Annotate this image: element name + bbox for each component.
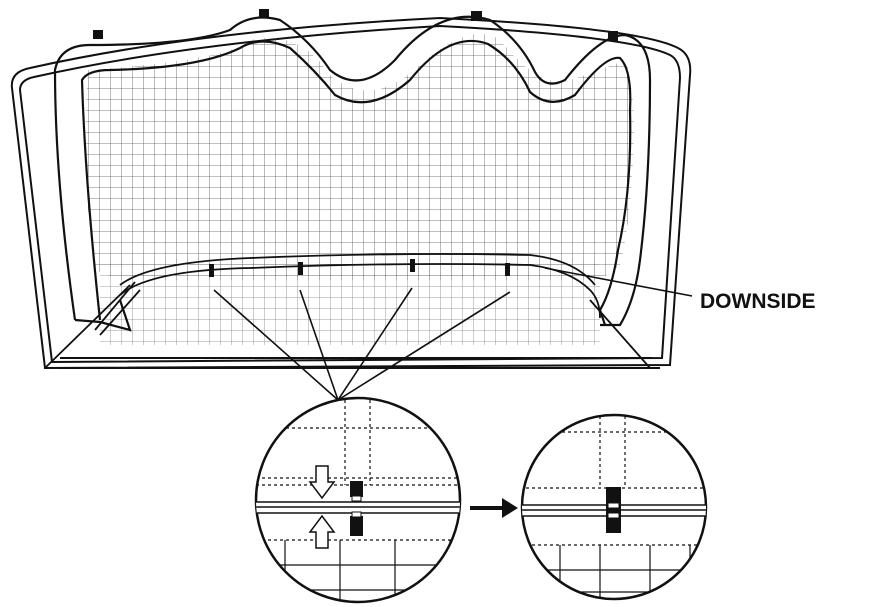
right-arrow-icon bbox=[470, 498, 518, 518]
downside-tube bbox=[44, 253, 651, 369]
tube-clips bbox=[209, 259, 510, 277]
net-mesh bbox=[85, 33, 634, 345]
clip-open-icon bbox=[350, 481, 363, 536]
clip-closed-icon bbox=[606, 487, 621, 533]
detail-circle-open bbox=[254, 396, 462, 604]
leader-lines bbox=[213, 287, 511, 401]
detail-circle-closed bbox=[520, 413, 708, 601]
compress-arrows-icon bbox=[308, 465, 336, 549]
top-frame-clips bbox=[93, 9, 618, 41]
enclosure-frame bbox=[10, 16, 692, 370]
downside-callout: DOWNSIDE bbox=[544, 267, 816, 313]
downside-label: DOWNSIDE bbox=[700, 290, 816, 313]
